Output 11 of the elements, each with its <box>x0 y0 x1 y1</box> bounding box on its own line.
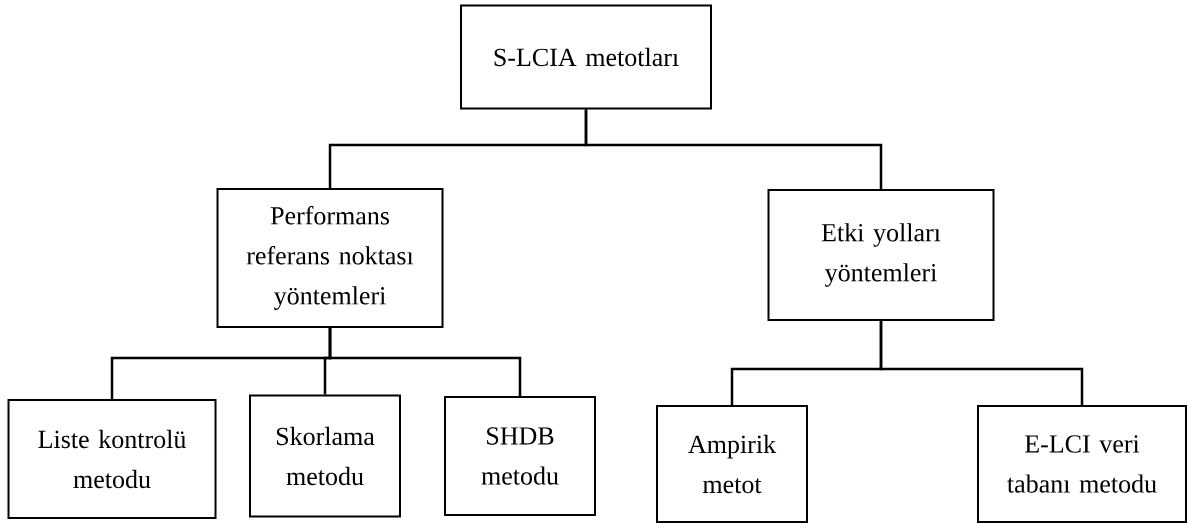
method-box: Performans referans noktası yöntemleri <box>216 188 444 328</box>
method-box: SHDB metodu <box>444 396 596 516</box>
method-box: Skorlama metodu <box>249 394 401 518</box>
method-box: E-LCI veri tabanı metodu <box>977 405 1187 523</box>
method-box: Ampirik metot <box>656 405 808 523</box>
method-box: Etki yolları yöntemleri <box>767 189 995 321</box>
connector-line <box>584 109 883 189</box>
connector-line <box>879 321 1084 405</box>
method-box: Liste kontrolü metodu <box>7 399 217 519</box>
connector-line <box>328 328 522 396</box>
method-box: S-LCIA metotları <box>460 4 712 110</box>
